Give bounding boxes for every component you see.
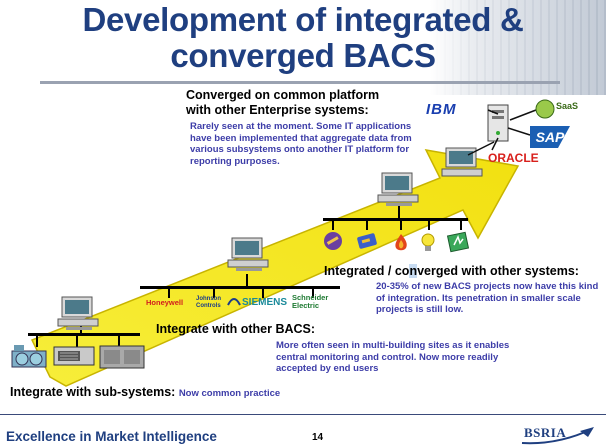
oracle-logo: ORACLE [488,151,539,165]
johnson-controls-logo: Johnson Controls [196,296,221,309]
network-bar-level-1 [28,333,140,336]
siemens-logo: SIEMENS [242,297,288,308]
honeywell-logo: Honeywell [146,298,184,307]
network-drop [76,333,78,347]
network-drop [168,286,170,298]
background-building-photo [430,0,606,95]
rooftop-unit-icon [99,345,145,369]
computer-icon [57,296,99,330]
computer-icon [227,237,269,271]
network-drop [246,274,248,286]
network-drop [398,206,400,218]
energy-meter-icon [446,231,470,253]
level-3-description: 20-35% of new BACS projects now have thi… [376,281,599,315]
computer-icon [441,147,483,177]
computer-icon [377,172,419,206]
level-2-heading: Integrate with other BACS: [156,322,316,336]
page-number: 14 [312,432,324,443]
network-drop [428,218,430,230]
network-drop [366,218,368,230]
johnson-controls-emblem-icon [227,298,241,306]
access-card-icon [357,233,377,249]
sap-logo: SAP [530,126,570,148]
schneider-electric-logo: Schneider Electric [292,293,329,310]
lightbulb-icon [421,233,435,251]
bsria-logo-text: BSRIA [524,425,567,440]
network-drop [213,286,215,298]
fire-icon [395,234,407,251]
network-drop [118,333,120,347]
level-4-description: Rarely seen at the moment. Some IT appli… [190,121,412,167]
enterprise-links [467,109,537,156]
saas-globe-icon [535,99,555,119]
air-handling-unit-icon [53,346,95,366]
level-2-description: More often seen in multi-building sites … [276,340,510,374]
bsria-logo [521,427,594,445]
network-drop [400,218,402,230]
title-divider [40,81,560,84]
footer-divider [0,414,606,415]
level-1-heading: Integrate with sub-systems: Now common p… [10,385,281,399]
network-drop [460,218,462,230]
ibm-logo: IBM [426,101,457,118]
chiller-icon [11,345,47,368]
footer-tagline: Excellence in Market Intelligence [6,429,217,444]
network-bar-level-2 [140,286,340,289]
level-4-heading: Converged on common platform with other … [186,88,380,117]
network-bar-level-3 [323,218,468,221]
server-icon [487,104,509,142]
network-drop [36,333,38,347]
saas-logo: SaaS [534,98,602,120]
network-drop [262,286,264,298]
network-drop [312,286,314,298]
level-3-heading: Integrated / converged with other system… [324,264,579,278]
security-key-icon [324,232,342,250]
level-1-description: Now common practice [178,388,281,399]
network-drop [332,218,334,230]
page-title: Development of integrated & converged BA… [82,1,524,74]
